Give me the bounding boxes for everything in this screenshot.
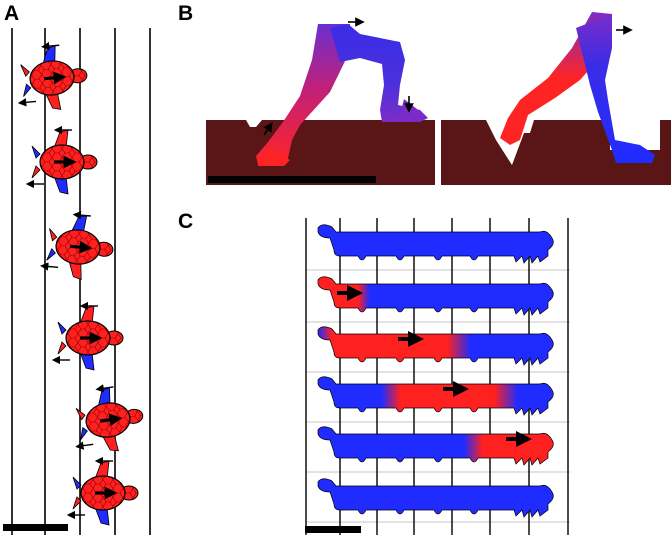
caterpillar-body	[317, 426, 554, 466]
caterpillar	[317, 276, 554, 316]
rear-flipper	[72, 496, 82, 510]
rear-flipper	[31, 145, 41, 159]
ground-right	[441, 120, 671, 185]
leg-rear-left	[256, 24, 350, 165]
arrow-icon	[75, 441, 94, 450]
panel-label-a: A	[4, 2, 20, 25]
caterpillar	[317, 426, 554, 466]
leg-front-left	[330, 24, 428, 122]
caterpillar	[317, 478, 554, 518]
caterpillar-body	[317, 326, 554, 366]
caterpillar	[317, 326, 554, 366]
caterpillar-body	[317, 376, 554, 416]
rear-flipper	[46, 247, 56, 261]
leg-front-right	[576, 14, 655, 163]
arrow-icon	[40, 262, 59, 271]
caterpillar-body	[317, 478, 554, 518]
arrow-icon	[41, 41, 60, 51]
rear-flipper	[23, 83, 32, 97]
ground-left	[206, 120, 435, 185]
arrow-icon	[17, 98, 37, 107]
arrow-icon	[72, 210, 91, 220]
caterpillar	[317, 376, 554, 416]
panel-c-grid	[305, 218, 570, 535]
panel-a-lanes	[11, 28, 151, 535]
turtle	[25, 125, 98, 195]
caterpillar-body	[317, 276, 554, 316]
rear-flipper	[20, 64, 30, 78]
arrow-icon	[69, 240, 93, 254]
caterpillar-body	[317, 224, 554, 264]
arrow-icon	[99, 413, 123, 427]
rear-flipper	[57, 341, 67, 355]
scale-bar-b	[208, 176, 376, 183]
arrow-icon	[95, 384, 114, 393]
rear-flipper	[80, 426, 88, 441]
turtle	[66, 456, 139, 526]
panel-label-b: B	[178, 2, 194, 25]
turtle	[51, 301, 124, 371]
turtle	[75, 384, 144, 452]
panel-c-caterpillars	[305, 218, 570, 535]
rear-flipper	[72, 476, 82, 490]
caterpillar	[317, 224, 554, 264]
rear-flipper	[49, 228, 58, 242]
arrow-icon	[43, 71, 67, 85]
scale-bar-c	[305, 526, 361, 533]
panel-a-turtles	[3, 28, 151, 535]
rear-flipper	[57, 321, 67, 335]
panel-b-legs	[206, 12, 671, 185]
turtle	[17, 41, 88, 110]
rear-flipper	[75, 408, 86, 421]
rear-flipper	[31, 165, 41, 179]
scale-bar-a	[3, 524, 68, 531]
turtle	[40, 210, 114, 280]
panel-label-c: C	[178, 210, 194, 233]
arrow-icon	[263, 122, 273, 136]
